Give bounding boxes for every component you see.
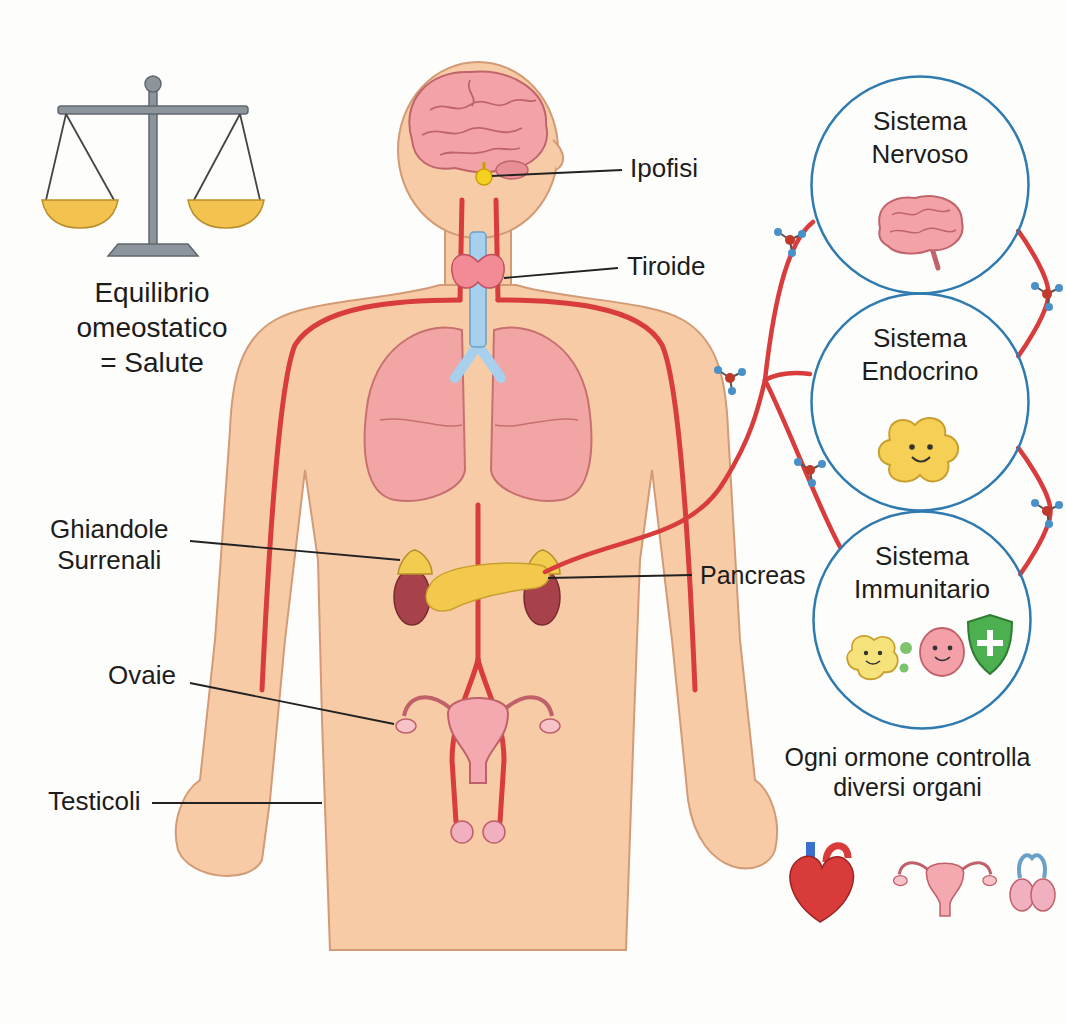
- pathway-line: [545, 380, 765, 572]
- head: [398, 62, 558, 238]
- pathway-line: [765, 373, 810, 380]
- organ-label: Ovaie: [108, 660, 176, 691]
- ovary: [983, 876, 997, 886]
- scale-base: [108, 244, 198, 256]
- brain-shape: [879, 196, 962, 253]
- ovary: [894, 876, 908, 886]
- brain-gyri: [422, 80, 536, 155]
- antibody-dot: [900, 642, 912, 654]
- scale-string: [46, 114, 114, 200]
- eye: [933, 646, 938, 651]
- circle-border: [814, 512, 1031, 729]
- pancreas: [426, 563, 549, 611]
- nose: [553, 140, 563, 170]
- gland-character: [879, 418, 958, 482]
- leader-line: [548, 575, 692, 578]
- heart: [790, 856, 853, 922]
- molecule-icon: [714, 366, 746, 395]
- smile: [935, 657, 950, 661]
- leader-line: [504, 268, 618, 278]
- ovary: [540, 719, 560, 733]
- uterus: [396, 697, 560, 783]
- molecule-icon: [1031, 499, 1063, 528]
- scale-pan: [188, 200, 264, 228]
- vas-deferens: [1019, 855, 1045, 878]
- kidney: [394, 569, 430, 625]
- hormone-pathways: [545, 222, 840, 572]
- molecule-icon: [1031, 282, 1063, 311]
- shield: [968, 615, 1012, 674]
- pathway-line: [765, 380, 840, 547]
- scale-beam: [58, 106, 248, 114]
- brain: [409, 72, 547, 185]
- bronchi: [455, 345, 501, 378]
- system-circle: Sistema Endocrino: [810, 292, 1030, 512]
- lung: [365, 328, 465, 501]
- antibody-dot: [900, 664, 909, 673]
- leader-lines: [152, 170, 692, 803]
- smile: [866, 661, 880, 664]
- eye: [878, 651, 882, 655]
- leader-line: [152, 802, 322, 804]
- system-name: Sistema Nervoso: [835, 105, 1005, 170]
- headline-text: Equilibrio omeostatico = Salute: [77, 275, 228, 380]
- scale-pan: [42, 200, 118, 228]
- testicle: [483, 821, 505, 843]
- testicle: [1031, 879, 1055, 911]
- organ-label: Tiroide: [627, 251, 706, 282]
- pathway-line: [765, 222, 813, 380]
- leader-line: [190, 683, 394, 724]
- scale-knob: [145, 76, 161, 92]
- lung: [491, 328, 591, 501]
- eye: [948, 646, 953, 651]
- heart-icon: [790, 842, 853, 922]
- leader-line: [190, 541, 400, 560]
- molecule-icon: [794, 458, 826, 487]
- thyroid: [452, 255, 504, 288]
- circle-border: [812, 294, 1029, 511]
- brain-icon: [879, 196, 962, 268]
- circle-border: [812, 77, 1029, 294]
- organ-label: Testicoli: [48, 786, 140, 817]
- system-circle: Sistema Nervoso: [810, 75, 1030, 295]
- adrenal-gland: [398, 550, 432, 574]
- scale-string: [194, 114, 260, 200]
- system-name: Sistema Immunitario: [837, 540, 1007, 605]
- eye: [909, 444, 915, 450]
- immune-cell: [847, 636, 897, 679]
- organ-label: Ipofisi: [630, 153, 698, 184]
- eye: [927, 444, 933, 450]
- uterus-body: [926, 863, 963, 916]
- testes-icon: [1010, 855, 1055, 911]
- system-name: Sistema Endocrino: [835, 322, 1005, 387]
- shield-cross: [977, 630, 1003, 656]
- system-circle: Sistema Immunitario: [812, 510, 1032, 730]
- brain-gyri: [890, 209, 956, 233]
- smile: [912, 457, 930, 462]
- organ-label: Ghiandole Surrenali: [50, 514, 169, 576]
- trachea: [470, 232, 486, 347]
- balance-scale: [42, 76, 264, 256]
- leader-line: [492, 170, 622, 176]
- immune-cells: [847, 615, 1012, 679]
- molecule-icon: [774, 228, 806, 257]
- gland-blob: [879, 418, 958, 482]
- pituitary: [476, 169, 492, 185]
- lung-fissure: [380, 419, 578, 426]
- note-text: Ogni ormone controlla diversi organi: [755, 742, 1060, 802]
- torso: [176, 285, 777, 950]
- blood-vessels: [262, 200, 695, 822]
- eye: [864, 651, 868, 655]
- testicle: [451, 821, 473, 843]
- human-body: [176, 62, 777, 950]
- immune-cell: [920, 628, 964, 676]
- brain-shape: [409, 72, 547, 173]
- ovary: [396, 719, 416, 733]
- organ-label: Pancreas: [700, 560, 806, 590]
- uterus-icon: [894, 863, 997, 916]
- uterus-body: [448, 698, 508, 783]
